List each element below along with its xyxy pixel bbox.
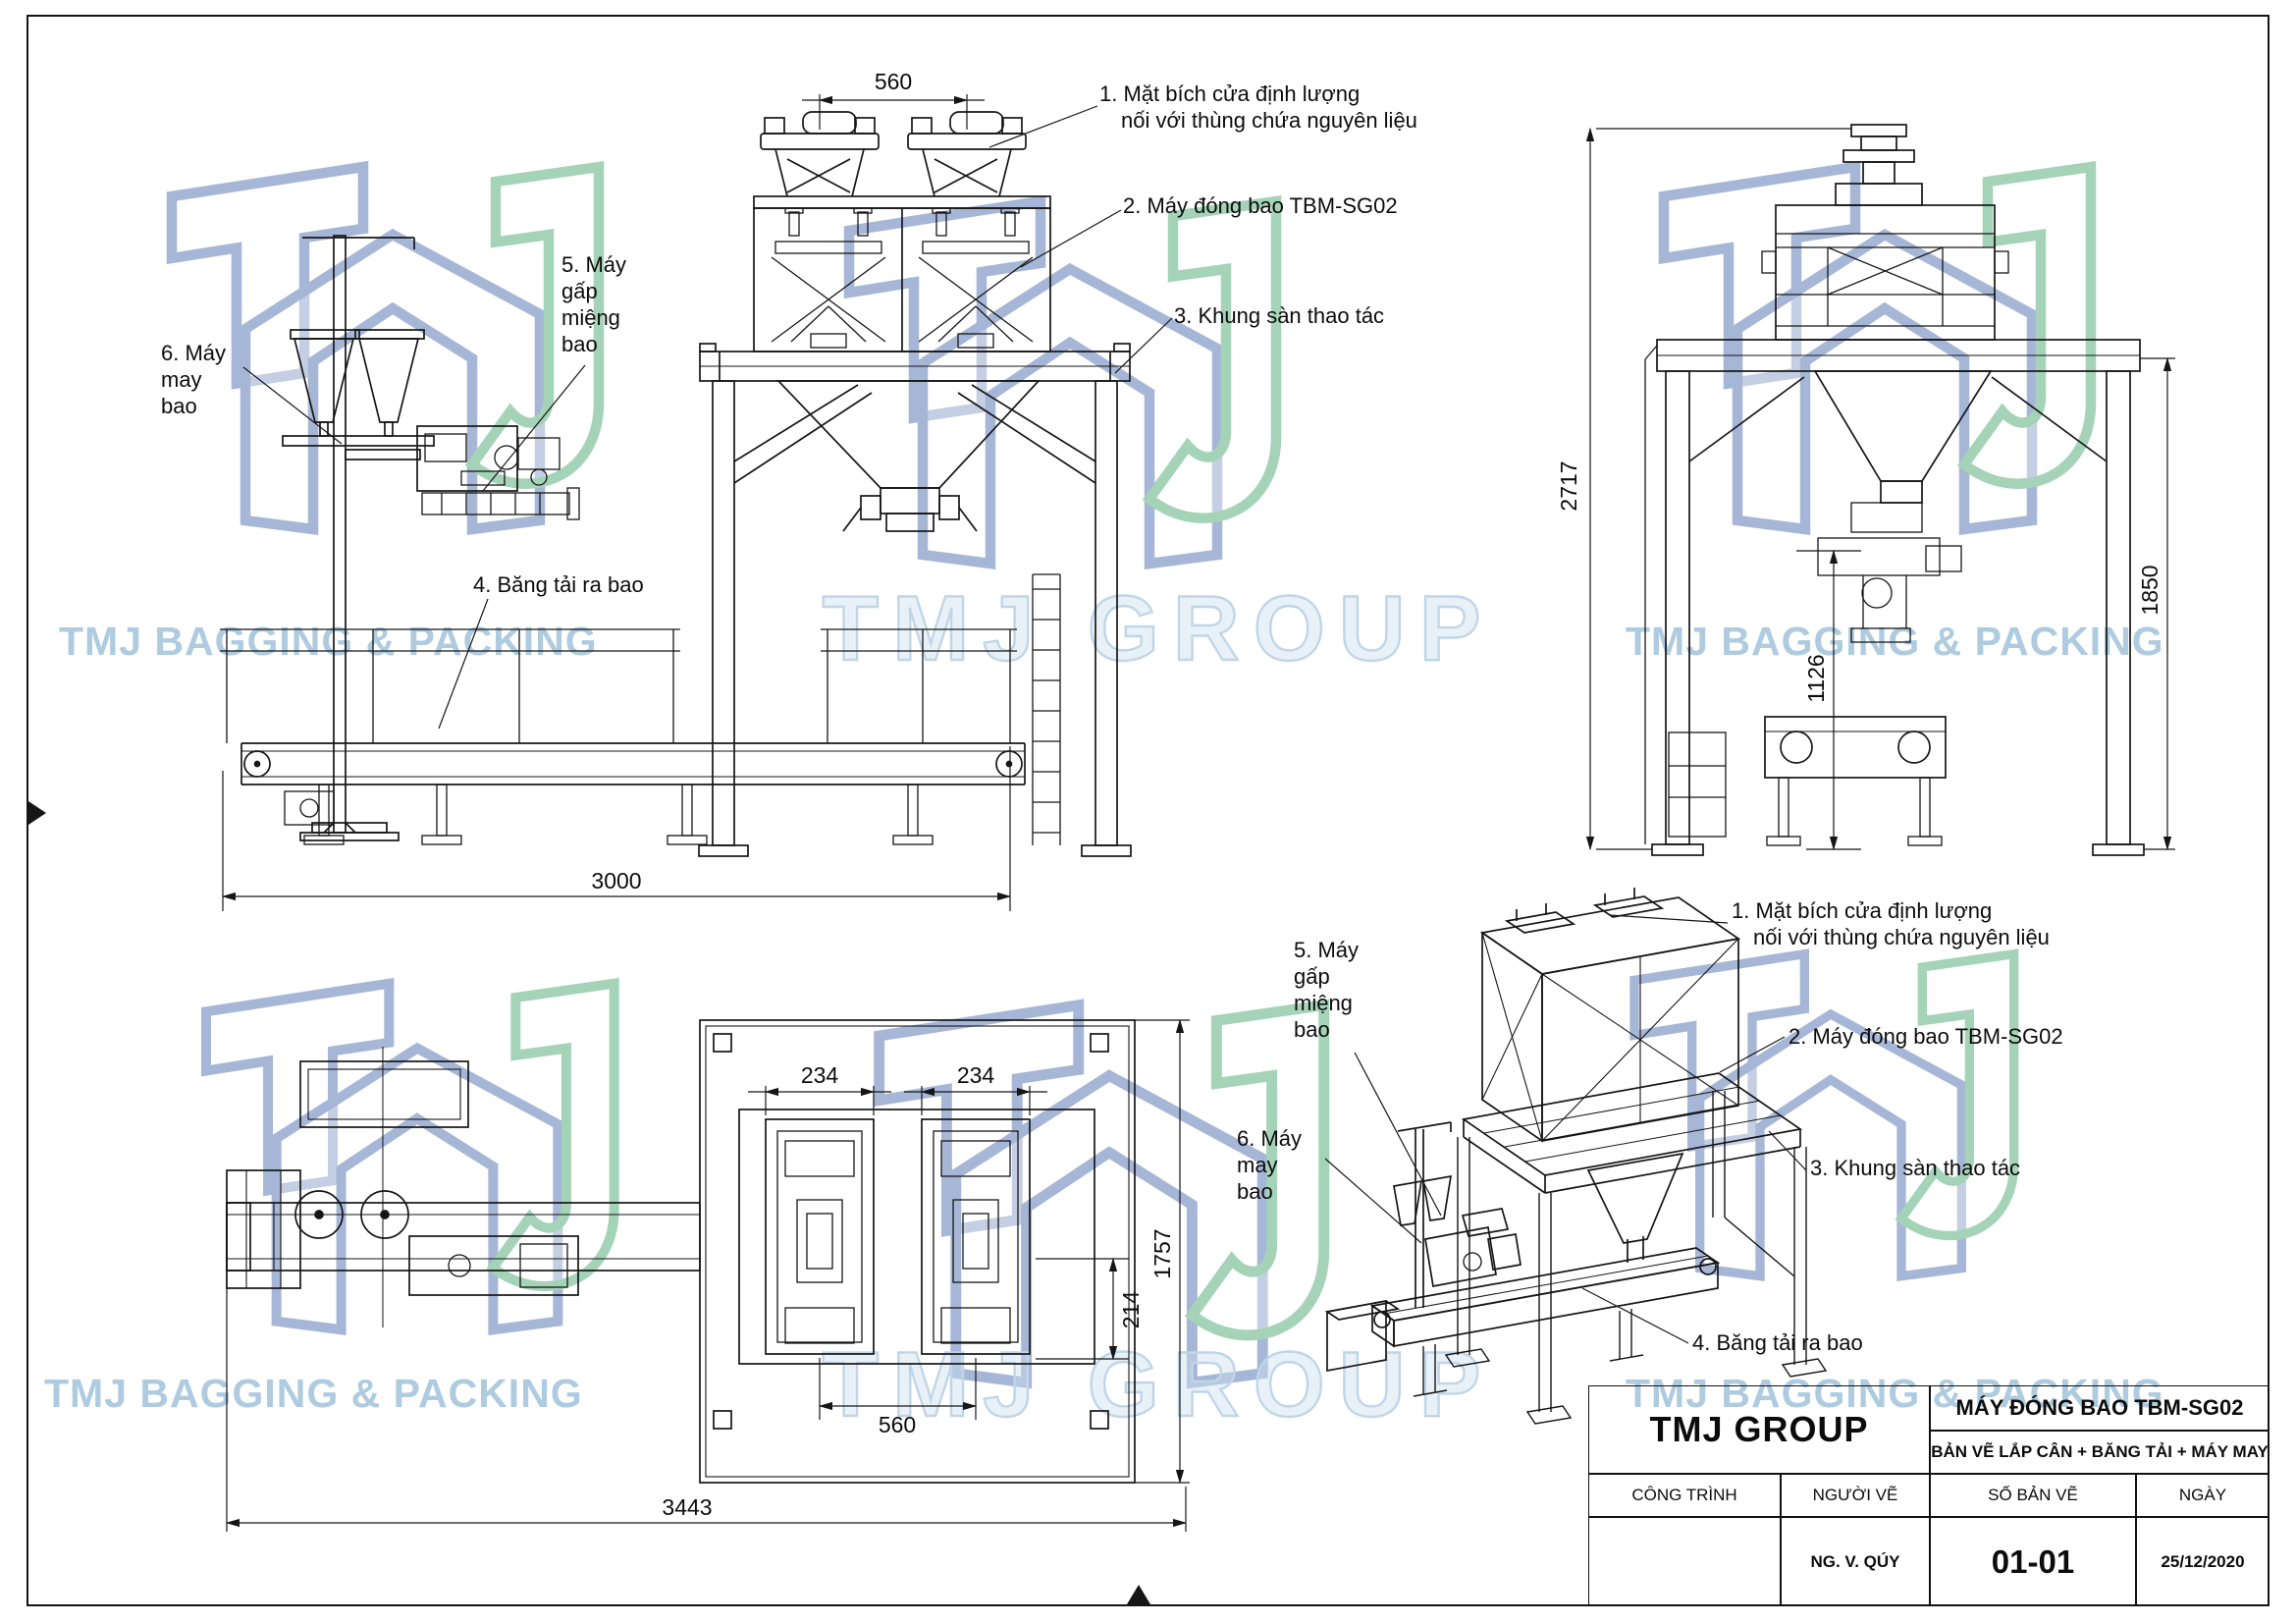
- watermark-brand-text: TMJ BAGGING & PACKING: [59, 619, 598, 664]
- callout-conveyor-iso: 4. Băng tải ra bao: [1692, 1329, 1863, 1356]
- callout-text: 5. Máy: [1294, 938, 1360, 962]
- title-block-col-date: NGÀY: [2136, 1474, 2269, 1517]
- title-block-drawer-value: NG. V. QÚY: [1781, 1517, 1930, 1606]
- callout-text: nối với thùng chứa nguyên liệu: [1753, 925, 2050, 949]
- watermark-group-text: TMJ GROUP: [821, 575, 1495, 680]
- plan-view-dimension-lines: [225, 1018, 1190, 1532]
- callout-text: 4. Băng tải ra bao: [473, 572, 644, 597]
- front-view-drawing: [220, 111, 1132, 857]
- dim-front-flange-spacing: 560: [874, 69, 913, 94]
- callout-text: 5. Máy: [561, 252, 627, 277]
- callout-sewer-iso: 6. Máy may bao: [1237, 1125, 1302, 1205]
- callout-text: miệng: [1294, 991, 1353, 1015]
- callout-text: gấp: [1294, 964, 1330, 989]
- title-block-col-drawer: NGƯỜI VẼ: [1781, 1474, 1930, 1517]
- callout-bagging-machine-iso: 2. Máy đóng bao TBM-SG02: [1789, 1023, 2063, 1050]
- callout-text: 2. Máy đóng bao TBM-SG02: [1123, 193, 1398, 218]
- callout-folder-iso: 5. Máy gấp miệng bao: [1294, 937, 1359, 1043]
- callout-text: 2. Máy đóng bao TBM-SG02: [1789, 1024, 2063, 1049]
- callout-text: 1. Mặt bích cửa định lượng: [1732, 898, 1993, 923]
- callout-platform-front: 3. Khung sàn thao tác: [1174, 302, 1384, 329]
- callout-text: may: [161, 367, 202, 392]
- callout-text: 6. Máy: [1237, 1126, 1303, 1151]
- callout-text: nối với thùng chứa nguyên liệu: [1121, 108, 1417, 133]
- centering-marks: [28, 801, 1150, 1604]
- callout-text: bao: [1294, 1017, 1330, 1042]
- dim-side-conveyor-height: 1126: [1803, 654, 1829, 703]
- dim-plan-offset: 214: [1118, 1290, 1144, 1329]
- callout-platform-iso: 3. Khung sàn thao tác: [1810, 1155, 2020, 1181]
- title-block: TMJ GROUP MÁY ĐÓNG BAO TBM-SG02 BẢN VẼ L…: [1588, 1385, 2269, 1606]
- title-block-col-project: CÔNG TRÌNH: [1588, 1474, 1781, 1517]
- title-block-col-number: SỐ BẢN VẼ: [1930, 1474, 2136, 1517]
- callout-text: 3. Khung sàn thao tác: [1810, 1156, 2021, 1180]
- callout-text: 4. Băng tải ra bao: [1692, 1330, 1863, 1355]
- front-view-leader-lines: [242, 105, 1173, 730]
- callout-bagging-machine-front: 2. Máy đóng bao TBM-SG02: [1123, 192, 1398, 219]
- dim-plan-right-module-width: 234: [956, 1062, 995, 1088]
- callout-folder-front: 5. Máy gấp miệng bao: [561, 251, 626, 357]
- callout-text: 1. Mặt bích cửa định lượng: [1099, 81, 1361, 106]
- callout-text: 3. Khung sàn thao tác: [1174, 303, 1385, 328]
- title-block-drawing-title: MÁY ĐÓNG BAO TBM-SG02: [1930, 1385, 2269, 1431]
- watermark-brand-text: TMJ BAGGING & PACKING: [1626, 1371, 2164, 1416]
- title-block-date-value: 25/12/2020: [2136, 1517, 2269, 1606]
- watermark-group-text: TMJ GROUP: [821, 1331, 1495, 1436]
- callout-flange-front: 1. Mặt bích cửa định lượng nối với thùng…: [1099, 81, 1417, 134]
- callout-text: bao: [561, 332, 598, 356]
- isometric-leader-lines: [1324, 914, 1807, 1344]
- callout-text: gấp: [561, 279, 598, 303]
- callout-sewer-front: 6. Máy may bao: [161, 340, 226, 419]
- side-view-dimension-lines: [1585, 127, 2175, 851]
- side-view-drawing: [1644, 124, 2145, 856]
- dim-side-platform-height: 1850: [2137, 565, 2163, 616]
- callout-text: bao: [1237, 1179, 1273, 1204]
- plan-view-drawing: [226, 1019, 1136, 1484]
- dim-plan-left-module-width: 234: [800, 1062, 839, 1088]
- dim-front-total-width: 3000: [591, 868, 642, 893]
- dim-plan-module-spacing: 560: [878, 1412, 917, 1437]
- callout-text: miệng: [561, 305, 620, 330]
- watermark-brand-text: TMJ BAGGING & PACKING: [1626, 619, 2164, 664]
- title-block-number-value: 01-01: [1930, 1517, 2136, 1606]
- callout-conveyor-front: 4. Băng tải ra bao: [473, 571, 644, 598]
- callout-flange-iso: 1. Mặt bích cửa định lượng nối với thùng…: [1732, 897, 2050, 950]
- dim-plan-depth: 1757: [1149, 1228, 1175, 1279]
- dim-plan-total-length: 3443: [662, 1494, 713, 1520]
- callout-text: 6. Máy: [161, 341, 227, 365]
- title-block-drawing-subtitle: BẢN VẼ LẮP CÂN + BĂNG TẢI + MÁY MAY: [1930, 1431, 2269, 1474]
- isometric-view-drawing: [1324, 888, 1828, 1425]
- dim-side-total-height: 2717: [1556, 460, 1581, 512]
- watermark-brand-text: TMJ BAGGING & PACKING: [44, 1371, 583, 1416]
- callout-text: bao: [161, 394, 197, 418]
- title-block-project-value: [1588, 1517, 1781, 1606]
- front-view-dimension-lines: [221, 94, 1012, 911]
- callout-text: may: [1237, 1153, 1278, 1177]
- title-block-company: TMJ GROUP: [1588, 1385, 1930, 1474]
